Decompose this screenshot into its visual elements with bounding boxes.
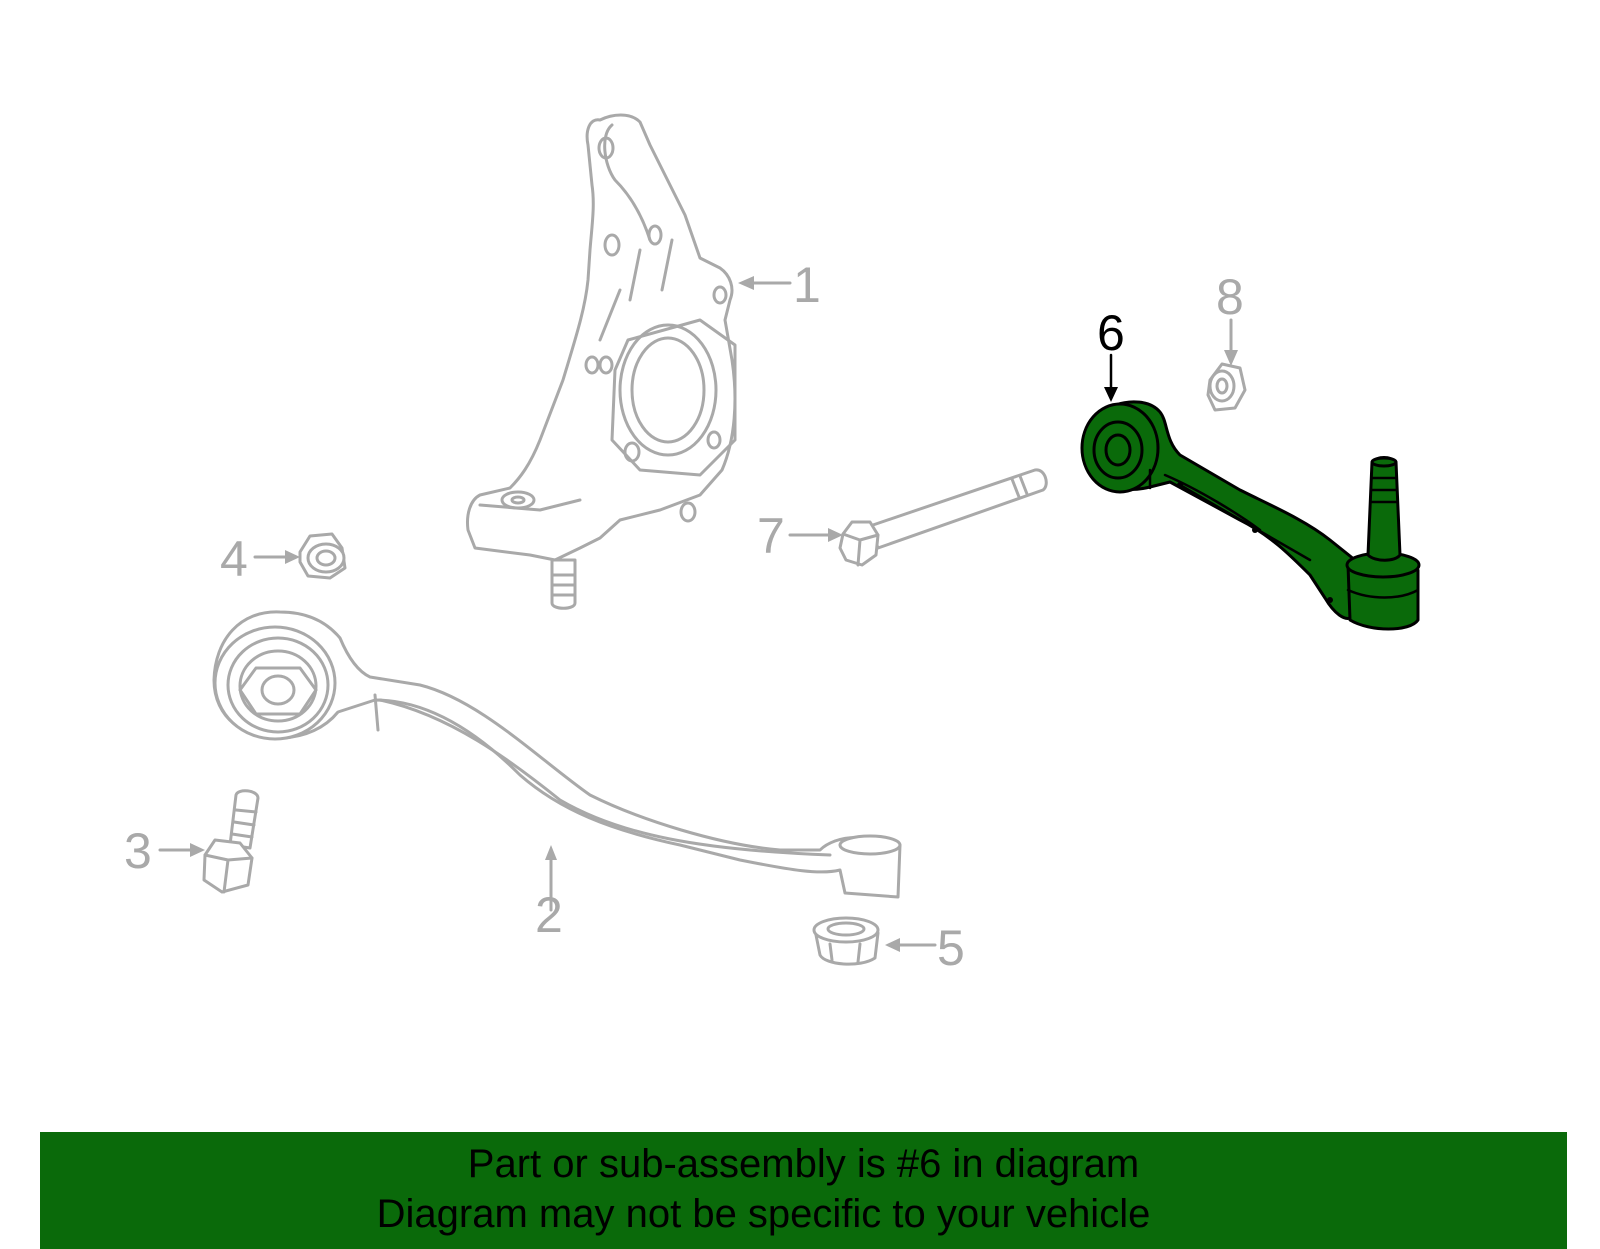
banner-line-disclaimer: Diagram may not be specific to your vehi… — [376, 1192, 1151, 1236]
banner-line-part-number: Part or sub-assembly is #6 in diagram — [467, 1142, 1140, 1186]
info-banner: Part or sub-assembly is #6 in diagram Di… — [40, 1132, 1567, 1249]
callout-4: 4 — [220, 531, 248, 587]
callout-5: 5 — [937, 920, 965, 976]
part-6-highlighted-arm[interactable] — [1080, 400, 1421, 631]
part-2-lower-control-arm — [212, 610, 902, 899]
callout-7: 7 — [757, 508, 785, 564]
parts-diagram: 1 2 3 4 5 6 7 8 — [124, 113, 1421, 976]
callout-8: 8 — [1216, 269, 1244, 325]
part-3-bolt — [202, 789, 260, 894]
callout-2: 2 — [535, 887, 563, 943]
part-1-steering-knuckle — [466, 113, 737, 610]
part-5-flange-nut — [812, 916, 880, 966]
callout-1: 1 — [793, 257, 821, 313]
part-4-nut — [298, 532, 347, 580]
callout-arrows — [158, 276, 1238, 952]
callout-6[interactable]: 6 — [1097, 305, 1125, 361]
callout-3: 3 — [124, 823, 152, 879]
part-8-nut — [1206, 362, 1247, 412]
part-7-long-bolt — [838, 468, 1048, 567]
